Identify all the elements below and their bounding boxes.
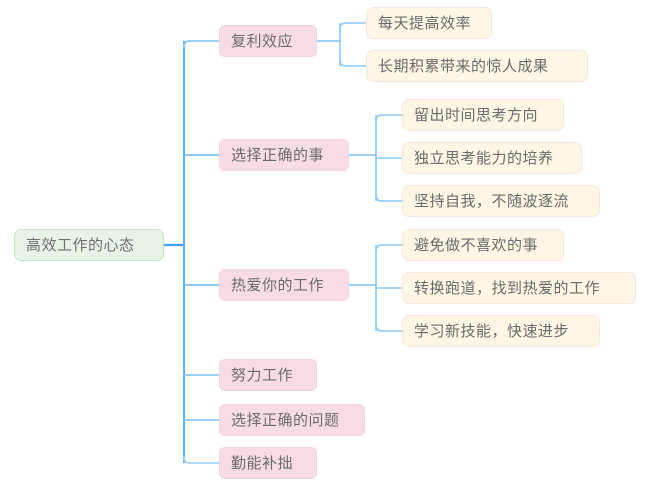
node-label: 复利效应 [231, 31, 294, 50]
mindmap-node-learn-new-skills[interactable]: 学习新技能，快速进步 [402, 315, 600, 347]
node-label: 坚持自我，不随波逐流 [414, 191, 570, 210]
node-label: 学习新技能，快速进步 [414, 321, 570, 340]
root-node-label: 高效工作的心态 [26, 235, 135, 254]
mindmap-node-time-to-think[interactable]: 留出时间思考方向 [402, 99, 564, 131]
twig-line-1-2 [375, 194, 403, 202]
mindmap-node-stay-true-to-self[interactable]: 坚持自我，不随波逐流 [402, 185, 600, 217]
twig-line-0-1 [339, 59, 367, 67]
mindmap-node-choose-right-things[interactable]: 选择正确的事 [219, 139, 349, 171]
node-label: 留出时间思考方向 [414, 105, 539, 124]
node-label: 避免做不喜欢的事 [414, 235, 539, 254]
mindmap-node-independent-thinking[interactable]: 独立思考能力的培养 [402, 142, 582, 174]
mindmap-node-switch-career-track[interactable]: 转换跑道，找到热爱的工作 [402, 272, 636, 304]
twig-line-2-0 [375, 244, 403, 252]
branch-line-5 [183, 456, 220, 464]
twig-line-2-2 [375, 324, 403, 332]
twig-line-0-0 [339, 22, 367, 30]
mindmap-node-long-term-accumulation[interactable]: 长期积累带来的惊人成果 [366, 50, 588, 82]
mindmap-node-daily-efficiency[interactable]: 每天提高效率 [366, 7, 492, 39]
node-label: 选择正确的事 [231, 145, 325, 164]
twig-line-1-0 [375, 114, 403, 122]
node-label: 热爱你的工作 [231, 275, 325, 294]
mindmap-node-avoid-disliked-work[interactable]: 避免做不喜欢的事 [402, 229, 564, 261]
mindmap-node-compound-effect[interactable]: 复利效应 [219, 25, 317, 57]
branch-line-0 [183, 40, 220, 48]
node-label: 每天提高效率 [378, 13, 472, 32]
node-label: 选择正确的问题 [231, 410, 340, 429]
mindmap-root-node[interactable]: 高效工作的心态 [14, 229, 164, 261]
node-label: 转换跑道，找到热爱的工作 [414, 278, 601, 297]
node-label: 勤能补拙 [231, 453, 294, 472]
node-label: 独立思考能力的培养 [414, 148, 554, 167]
mindmap-node-diligence-compensates[interactable]: 勤能补拙 [219, 447, 317, 479]
mindmap-node-choose-right-problem[interactable]: 选择正确的问题 [219, 404, 365, 436]
node-label: 努力工作 [231, 365, 294, 384]
node-label: 长期积累带来的惊人成果 [378, 56, 549, 75]
mindmap-node-work-hard[interactable]: 努力工作 [219, 359, 317, 391]
mindmap-node-love-your-work[interactable]: 热爱你的工作 [219, 269, 349, 301]
